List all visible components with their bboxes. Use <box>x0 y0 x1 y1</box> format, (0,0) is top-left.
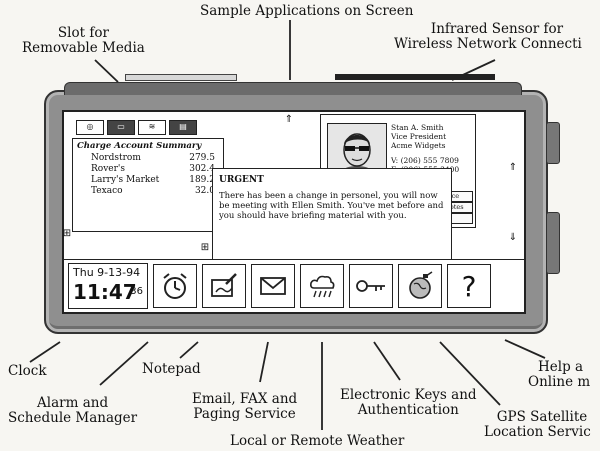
callout-email: Email, FAX and Paging Service <box>192 392 297 422</box>
callout-slot: Slot for Removable Media <box>22 26 145 56</box>
notepad-button[interactable] <box>202 264 246 308</box>
device-top-edge <box>64 74 522 95</box>
scroll-up-arrow-icon[interactable]: ⇑ <box>284 114 294 125</box>
charge-row: Rover's 302.4 <box>73 164 223 175</box>
application-dock: Thu 9-13-94 11:47 36 <box>64 259 524 312</box>
weather-button[interactable] <box>300 264 344 308</box>
app-tab-icon-4[interactable]: ▤ <box>169 120 197 135</box>
leader-alarm <box>99 341 149 386</box>
handheld-device: ◎ ▭ ≋ ▤ Charge Account Summary Nordstrom… <box>44 74 560 334</box>
leader-notepad <box>179 341 199 359</box>
question-mark-icon: ? <box>461 269 477 303</box>
scroll-up-arrow-icon[interactable]: ⇑ <box>508 162 518 173</box>
callout-alarm-line1: Alarm and <box>37 395 109 411</box>
charge-amount: 32.0 <box>194 186 215 196</box>
clock-time: 11:47 <box>73 280 137 304</box>
notepad-pen-icon <box>211 273 237 297</box>
urgent-body: There has been a change in personel, you… <box>219 191 444 221</box>
leader-clock <box>29 341 61 363</box>
leader-gps <box>439 341 501 406</box>
leader-keys <box>373 341 401 381</box>
contact-name: Stan A. Smith <box>391 123 444 132</box>
callout-alarm-line2: Schedule Manager <box>8 410 138 426</box>
charge-row: Larry's Market 189.2 <box>73 175 223 186</box>
email-fax-paging-button[interactable] <box>251 264 295 308</box>
device-screen: ◎ ▭ ≋ ▤ Charge Account Summary Nordstrom… <box>62 110 526 314</box>
removable-media-slot <box>125 74 237 81</box>
charge-account-title: Charge Account Summary <box>77 141 202 151</box>
charge-name: Nordstrom <box>91 153 141 163</box>
callout-infrared-line1: Infrared Sensor for <box>430 22 564 37</box>
callout-alarm: Alarm and Schedule Manager <box>8 396 137 426</box>
callout-sample-applications: Sample Applications on Screen <box>200 3 414 19</box>
callout-gps: GPS Satellite Location Servic <box>484 410 600 440</box>
callout-email-line1: Email, FAX and <box>192 391 298 407</box>
callout-slot-line1: Slot for <box>57 25 109 41</box>
callout-email-line2: Paging Service <box>193 406 296 422</box>
callout-help-line1: Help a <box>538 360 584 375</box>
callout-clock: Clock <box>8 363 47 379</box>
side-button-lower[interactable] <box>546 212 560 274</box>
envelope-icon <box>260 277 286 295</box>
charge-row: Texaco 32.0 <box>73 186 223 197</box>
callout-weather: Local or Remote Weather <box>230 433 405 449</box>
callout-notepad: Notepad <box>142 361 201 377</box>
callout-slot-line2: Removable Media <box>22 40 145 56</box>
globe-satellite-icon <box>409 271 433 299</box>
callout-infrared: Infrared Sensor for Wireless Network Con… <box>394 22 600 52</box>
app-tab-strip: ◎ ▭ ≋ ▤ <box>76 120 197 135</box>
clock-seconds: 36 <box>130 286 143 297</box>
scroll-down-arrow-icon[interactable]: ⇓ <box>508 232 518 243</box>
app-tab-icon-1[interactable]: ◎ <box>76 120 104 135</box>
charge-name: Rover's <box>91 164 126 174</box>
callout-keys: Electronic Keys and Authentication <box>340 388 477 418</box>
resize-handle-icon[interactable]: ⊞ <box>62 228 72 239</box>
urgent-title: URGENT <box>219 175 264 185</box>
help-button[interactable]: ? <box>447 264 491 308</box>
leader-help <box>504 339 546 359</box>
contact-company: Acme Widgets <box>391 141 446 150</box>
callout-gps-line2: Location Servic <box>484 424 591 440</box>
charge-account-window[interactable]: Charge Account Summary Nordstrom 279.5 Ro… <box>72 138 224 232</box>
app-tab-icon-3[interactable]: ≋ <box>138 120 166 135</box>
clock-widget[interactable]: Thu 9-13-94 11:47 36 <box>68 263 148 309</box>
contact-details: Stan A. Smith Vice President Acme Widget… <box>391 123 459 174</box>
side-button-upper[interactable] <box>546 122 560 164</box>
charge-row: Nordstrom 279.5 <box>73 153 223 164</box>
leader-email <box>259 341 269 383</box>
leader-slot <box>94 59 119 83</box>
contact-title: Vice President <box>391 132 447 141</box>
callout-keys-line2: Authentication <box>357 402 459 418</box>
callout-help: Help a Online m <box>528 360 600 390</box>
charge-name: Texaco <box>91 186 123 196</box>
app-tab-icon-2[interactable]: ▭ <box>107 120 135 135</box>
infrared-sensor <box>335 74 495 80</box>
resize-handle-icon[interactable]: ⊞ <box>200 242 210 253</box>
alarm-clock-icon <box>163 273 187 299</box>
key-icon <box>356 280 385 292</box>
callout-gps-line1: GPS Satellite <box>496 410 588 425</box>
weather-cloud-icon <box>310 275 335 298</box>
gps-location-button[interactable] <box>398 264 442 308</box>
callout-help-line2: Online m <box>528 374 591 390</box>
clock-date: Thu 9-13-94 <box>73 266 141 279</box>
electronic-keys-button[interactable] <box>349 264 393 308</box>
alarm-schedule-button[interactable] <box>153 264 197 308</box>
callout-infrared-line2: Wireless Network Connecti <box>394 36 582 52</box>
charge-amount: 189.2 <box>189 175 215 185</box>
callout-keys-line1: Electronic Keys and <box>340 387 477 403</box>
contact-phone: V: (206) 555 7809 <box>391 156 459 165</box>
charge-amount: 279.5 <box>189 153 215 163</box>
charge-name: Larry's Market <box>91 175 160 185</box>
charge-amount: 302.4 <box>189 164 215 174</box>
